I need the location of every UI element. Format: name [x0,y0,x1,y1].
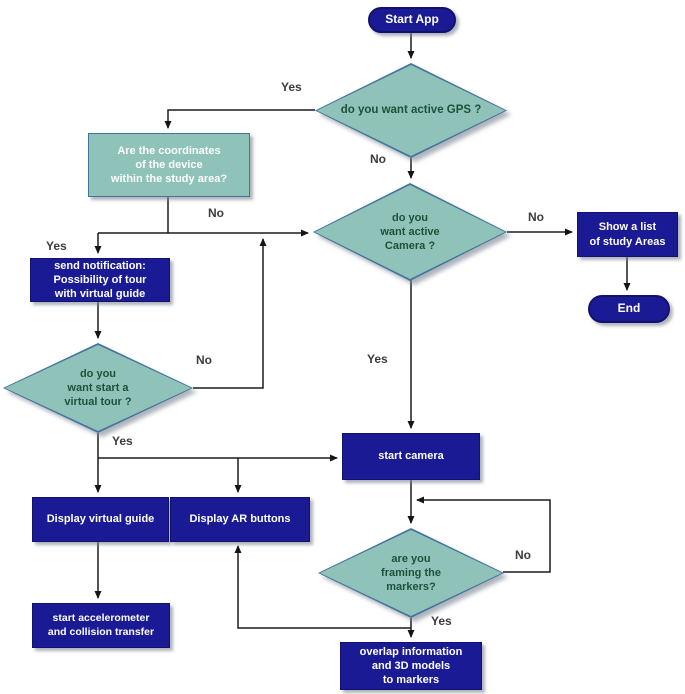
node-send-notification-label: send notification: Possibility of tour w… [53,259,147,301]
node-decision-tour: do you want start a virtual tour ? [3,343,193,433]
node-start-accelerometer: start accelerometer and collision transf… [32,603,170,648]
edge-label-coords-yes: Yes [46,239,67,253]
node-decision-camera: do you want active Camera ? [313,183,507,281]
edge-gps-yes-to-coords [164,109,315,129]
edge-label-markers-no: No [515,548,531,562]
node-display-virtual-guide: Display virtual guide [32,497,169,542]
node-coordinates-check: Are the coordinates of the device within… [88,133,250,197]
node-decision-gps: do you want active GPS ? [315,63,507,158]
edge-tour-no-return [193,238,267,389]
node-end: End [588,295,670,323]
edge-yes-branch-to-display-ar [234,545,411,629]
edge-label-gps-yes: Yes [281,80,302,94]
node-send-notification: send notification: Possibility of tour w… [30,258,170,302]
edge-label-markers-yes: Yes [431,614,452,628]
node-end-label: End [617,301,641,316]
node-decision-tour-label: do you want start a virtual tour ? [64,367,132,409]
node-start-app-label: Start App [385,12,439,27]
node-start-app: Start App [368,7,456,33]
node-display-ar-buttons: Display AR buttons [170,497,310,542]
node-decision-camera-label: do you want active Camera ? [380,211,440,253]
node-decision-gps-label: do you want active GPS ? [340,104,482,117]
edge-label-tour-yes: Yes [112,434,133,448]
node-display-virtual-guide-label: Display virtual guide [46,513,155,526]
node-start-accelerometer-label: start accelerometer and collision transf… [47,611,155,638]
node-show-study-areas: Show a list of study Areas [577,212,678,257]
node-coordinates-check-label: Are the coordinates of the device within… [110,144,228,186]
node-start-camera: start camera [342,433,480,480]
edge-label-gps-no: No [370,152,386,166]
node-overlap-information: overlap information and 3D models to mar… [340,642,482,690]
node-decision-markers-label: are you framing the markers? [381,552,441,594]
node-overlap-information-label: overlap information and 3D models to mar… [359,645,463,687]
edge-label-tour-no: No [196,353,212,367]
edge-label-coords-no: No [208,206,224,220]
edge-label-camera-no: No [528,210,544,224]
node-show-study-areas-label: Show a list of study Areas [589,221,666,248]
edge-label-camera-yes: Yes [367,352,388,366]
node-display-ar-buttons-label: Display AR buttons [189,513,291,526]
node-decision-markers: are you framing the markers? [318,528,504,618]
edge-markers-no-loop [416,496,551,573]
node-start-camera-label: start camera [378,450,444,463]
